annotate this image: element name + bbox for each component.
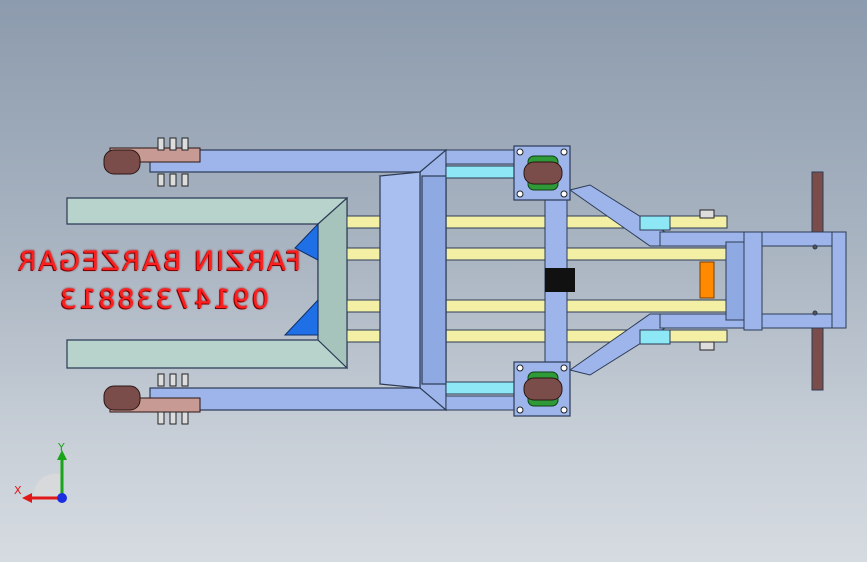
watermark-phone: 09147338813 bbox=[58, 284, 269, 315]
rail-end-pins bbox=[699, 209, 715, 351]
caster-top bbox=[513, 145, 571, 201]
caster-bottom bbox=[513, 361, 571, 417]
center-block bbox=[545, 268, 575, 292]
fork-base-frame bbox=[66, 196, 348, 370]
y-axis-arrowhead bbox=[57, 450, 67, 460]
x-axis-arrowhead bbox=[22, 493, 32, 503]
axis-triad: Y X bbox=[14, 442, 67, 503]
front-wheel-top bbox=[103, 137, 201, 187]
frame-extensions bbox=[445, 149, 517, 411]
diagonal-struts bbox=[568, 184, 751, 376]
z-axis-dot bbox=[57, 493, 67, 503]
orange-pin bbox=[699, 261, 715, 299]
main-frame bbox=[149, 148, 447, 412]
x-axis-label: X bbox=[14, 484, 22, 497]
watermark-name: FARZIN BARZEGAR bbox=[16, 246, 301, 277]
rear-handle-frame bbox=[725, 171, 847, 391]
y-axis-label: Y bbox=[57, 442, 65, 454]
front-wheel-bottom bbox=[103, 373, 201, 425]
triad-plane bbox=[33, 473, 60, 500]
